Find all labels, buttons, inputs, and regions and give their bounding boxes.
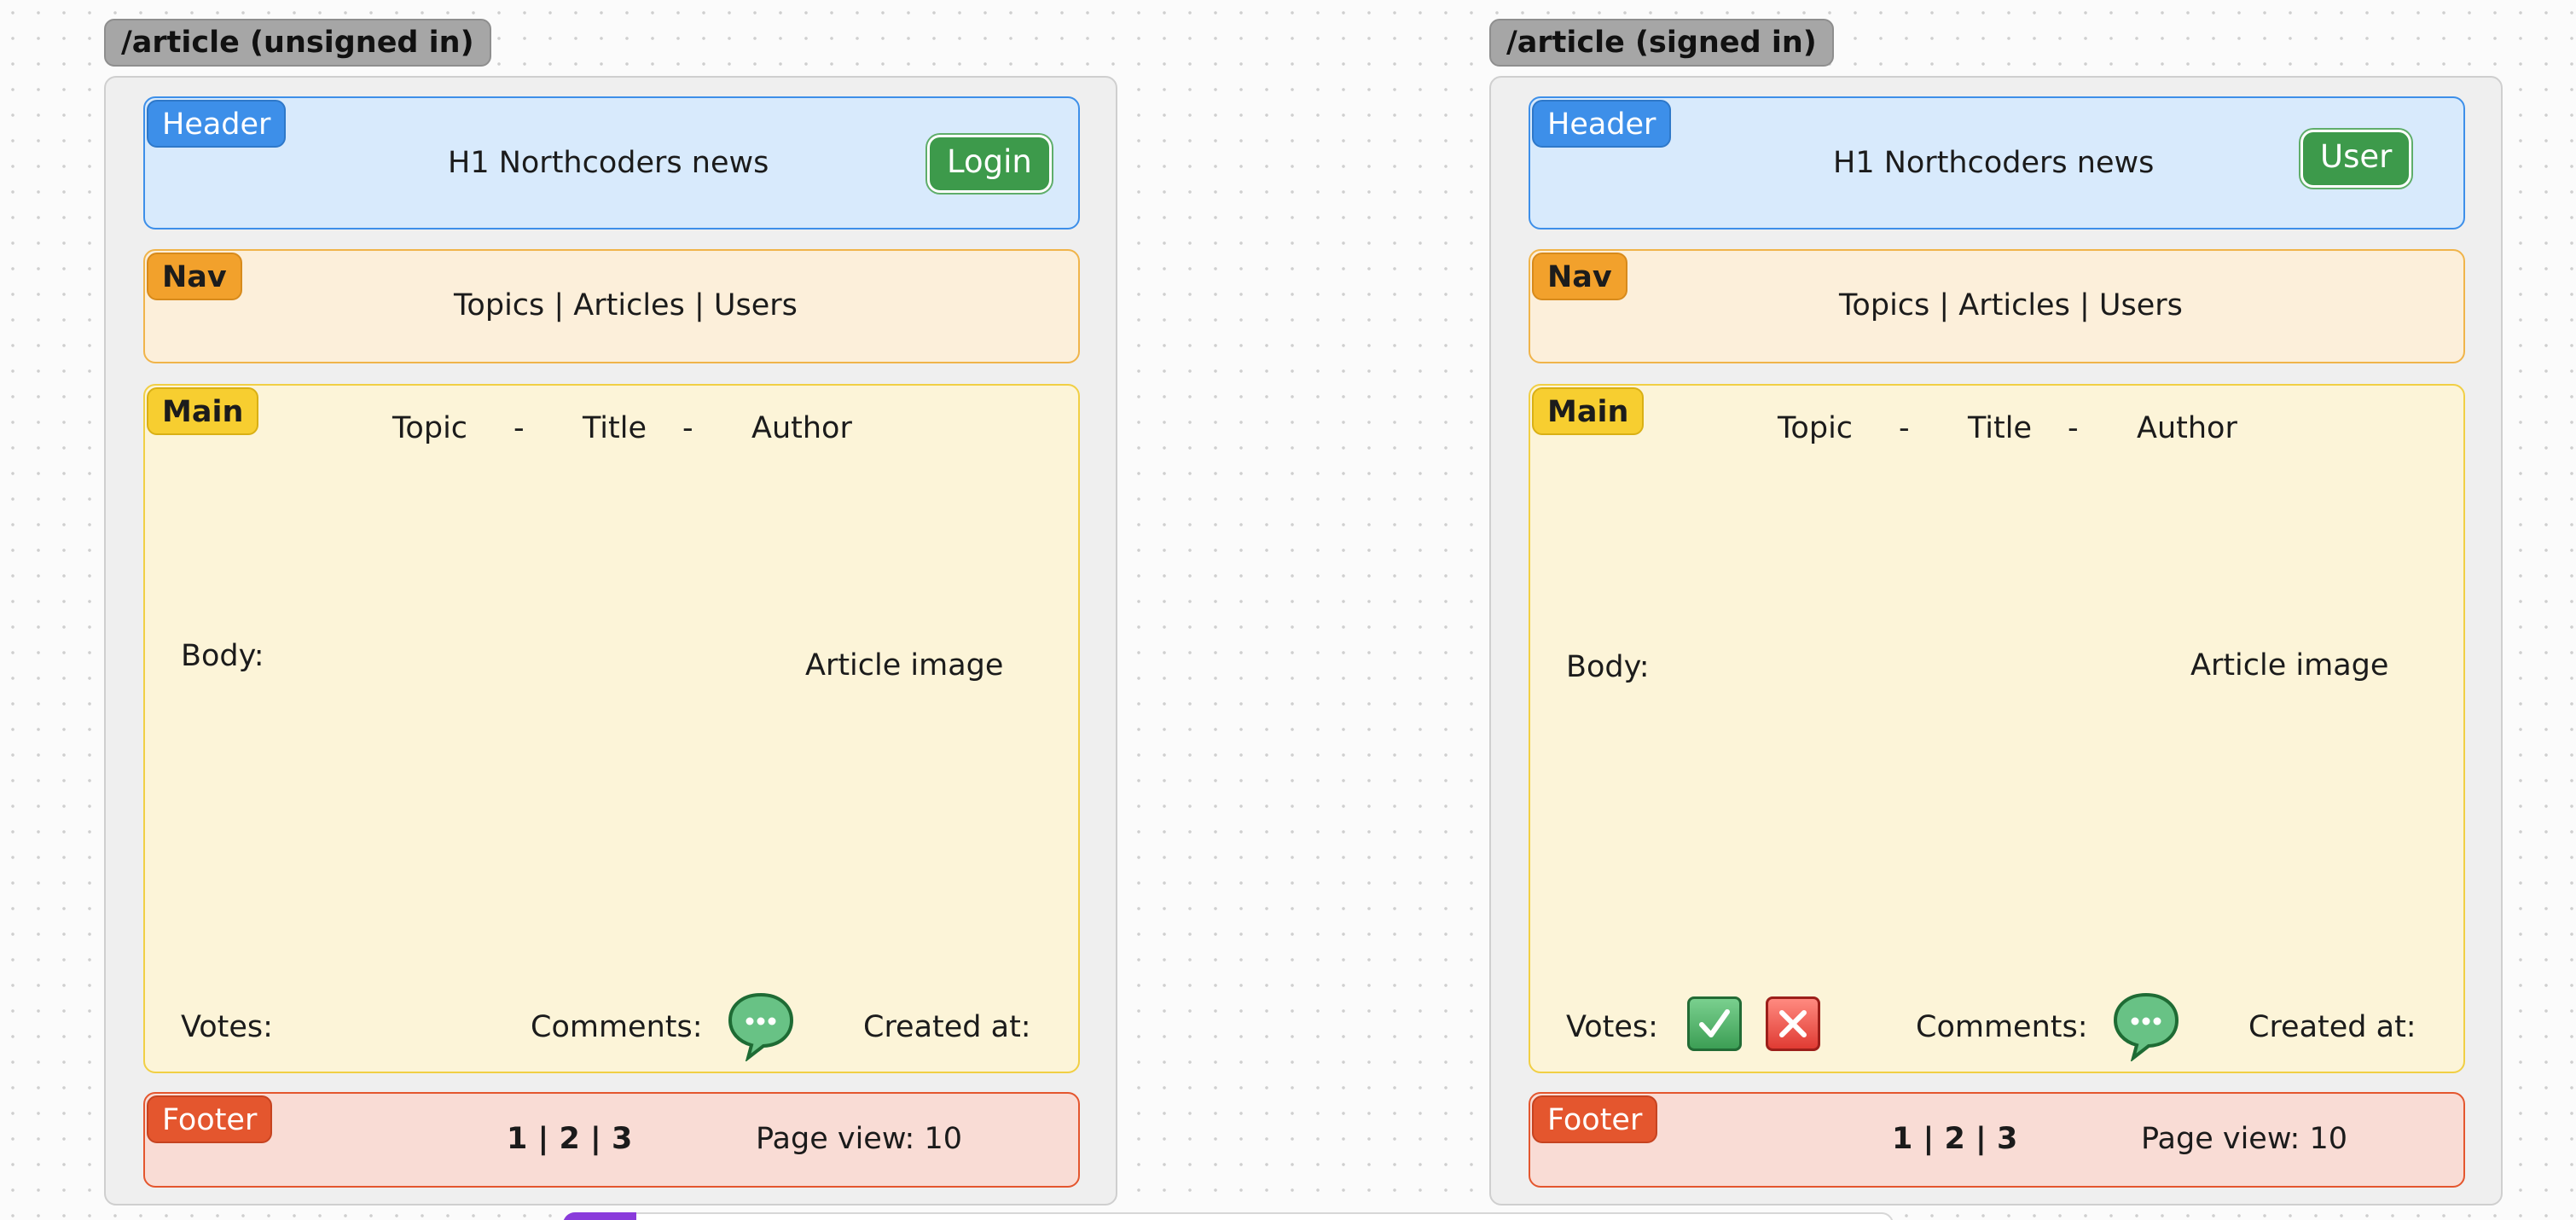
comments-label: Comments: — [1916, 1010, 2088, 1044]
upvote-button[interactable] — [1687, 996, 1742, 1051]
created-at-label: Created at: — [2248, 1010, 2416, 1044]
article-title: Title — [583, 411, 647, 445]
nav-links[interactable]: Topics | Articles | Users — [454, 288, 798, 322]
nav-tag: Nav — [1532, 253, 1627, 300]
speech-bubble-icon[interactable] — [725, 990, 797, 1061]
check-mark-icon — [1699, 1009, 1730, 1037]
header-tag: Header — [1532, 100, 1672, 148]
article-topic: Topic — [1778, 411, 1854, 445]
main-section: Main Topic - Title - Author Body: Articl… — [143, 384, 1080, 1073]
wireframe-signed: Header H1 Northcoders news User Nav Topi… — [1489, 76, 2503, 1205]
footer-section: Footer 1 | 2 | 3 Page view: 10 — [1529, 1092, 2465, 1188]
votes-label: Votes: — [1566, 1010, 1658, 1044]
frame-label-unsigned: /article (unsigned in) — [104, 19, 491, 67]
nav-links[interactable]: Topics | Articles | Users — [1839, 288, 2183, 322]
main-tag: Main — [147, 387, 259, 435]
toolbar-accent — [563, 1212, 636, 1220]
article-author: Author — [2137, 411, 2237, 445]
main-tag: Main — [1532, 387, 1645, 435]
frame-label-signed: /article (signed in) — [1489, 19, 1834, 67]
pagination-links[interactable]: 1 | 2 | 3 — [1892, 1122, 2018, 1156]
nav-tag: Nav — [147, 253, 242, 300]
page-view-count: Page view: 10 — [2141, 1122, 2347, 1156]
comments-label: Comments: — [531, 1010, 703, 1044]
article-title: Title — [1968, 411, 2033, 445]
login-button[interactable]: Login — [930, 137, 1049, 190]
cross-mark-icon — [1779, 1010, 1807, 1037]
article-body-label: Body: — [1566, 650, 1650, 684]
nav-section: Nav Topics | Articles | Users — [143, 249, 1080, 363]
created-at-label: Created at: — [863, 1010, 1031, 1044]
footer-tag: Footer — [147, 1095, 273, 1143]
separator-dash: - — [513, 411, 525, 445]
separator-dash: - — [682, 411, 693, 445]
speech-bubble-icon[interactable] — [2110, 990, 2182, 1061]
article-body-label: Body: — [181, 639, 264, 673]
page-view-count: Page view: 10 — [756, 1122, 962, 1156]
votes-label: Votes: — [181, 1010, 273, 1044]
header-section: Header H1 Northcoders news User — [1529, 96, 2465, 229]
footer-tag: Footer — [1532, 1095, 1658, 1143]
wireframe-unsigned: Header H1 Northcoders news Login Nav Top… — [104, 76, 1117, 1205]
article-image-placeholder: Article image — [2190, 648, 2389, 683]
site-title: H1 Northcoders news — [448, 146, 769, 180]
article-topic: Topic — [392, 411, 468, 445]
header-section: Header H1 Northcoders news Login — [143, 96, 1080, 229]
site-title: H1 Northcoders news — [1833, 146, 2155, 180]
nav-section: Nav Topics | Articles | Users — [1529, 249, 2465, 363]
bottom-toolbar[interactable] — [563, 1212, 1894, 1220]
main-section: Main Topic - Title - Author Body: Articl… — [1529, 384, 2465, 1073]
separator-dash: - — [2068, 411, 2079, 445]
separator-dash: - — [1899, 411, 1910, 445]
user-button[interactable]: User — [2303, 132, 2410, 185]
downvote-button[interactable] — [1766, 996, 1820, 1051]
pagination-links[interactable]: 1 | 2 | 3 — [507, 1122, 633, 1156]
article-author: Author — [751, 411, 852, 445]
article-image-placeholder: Article image — [805, 648, 1004, 683]
header-tag: Header — [147, 100, 287, 148]
footer-section: Footer 1 | 2 | 3 Page view: 10 — [143, 1092, 1080, 1188]
